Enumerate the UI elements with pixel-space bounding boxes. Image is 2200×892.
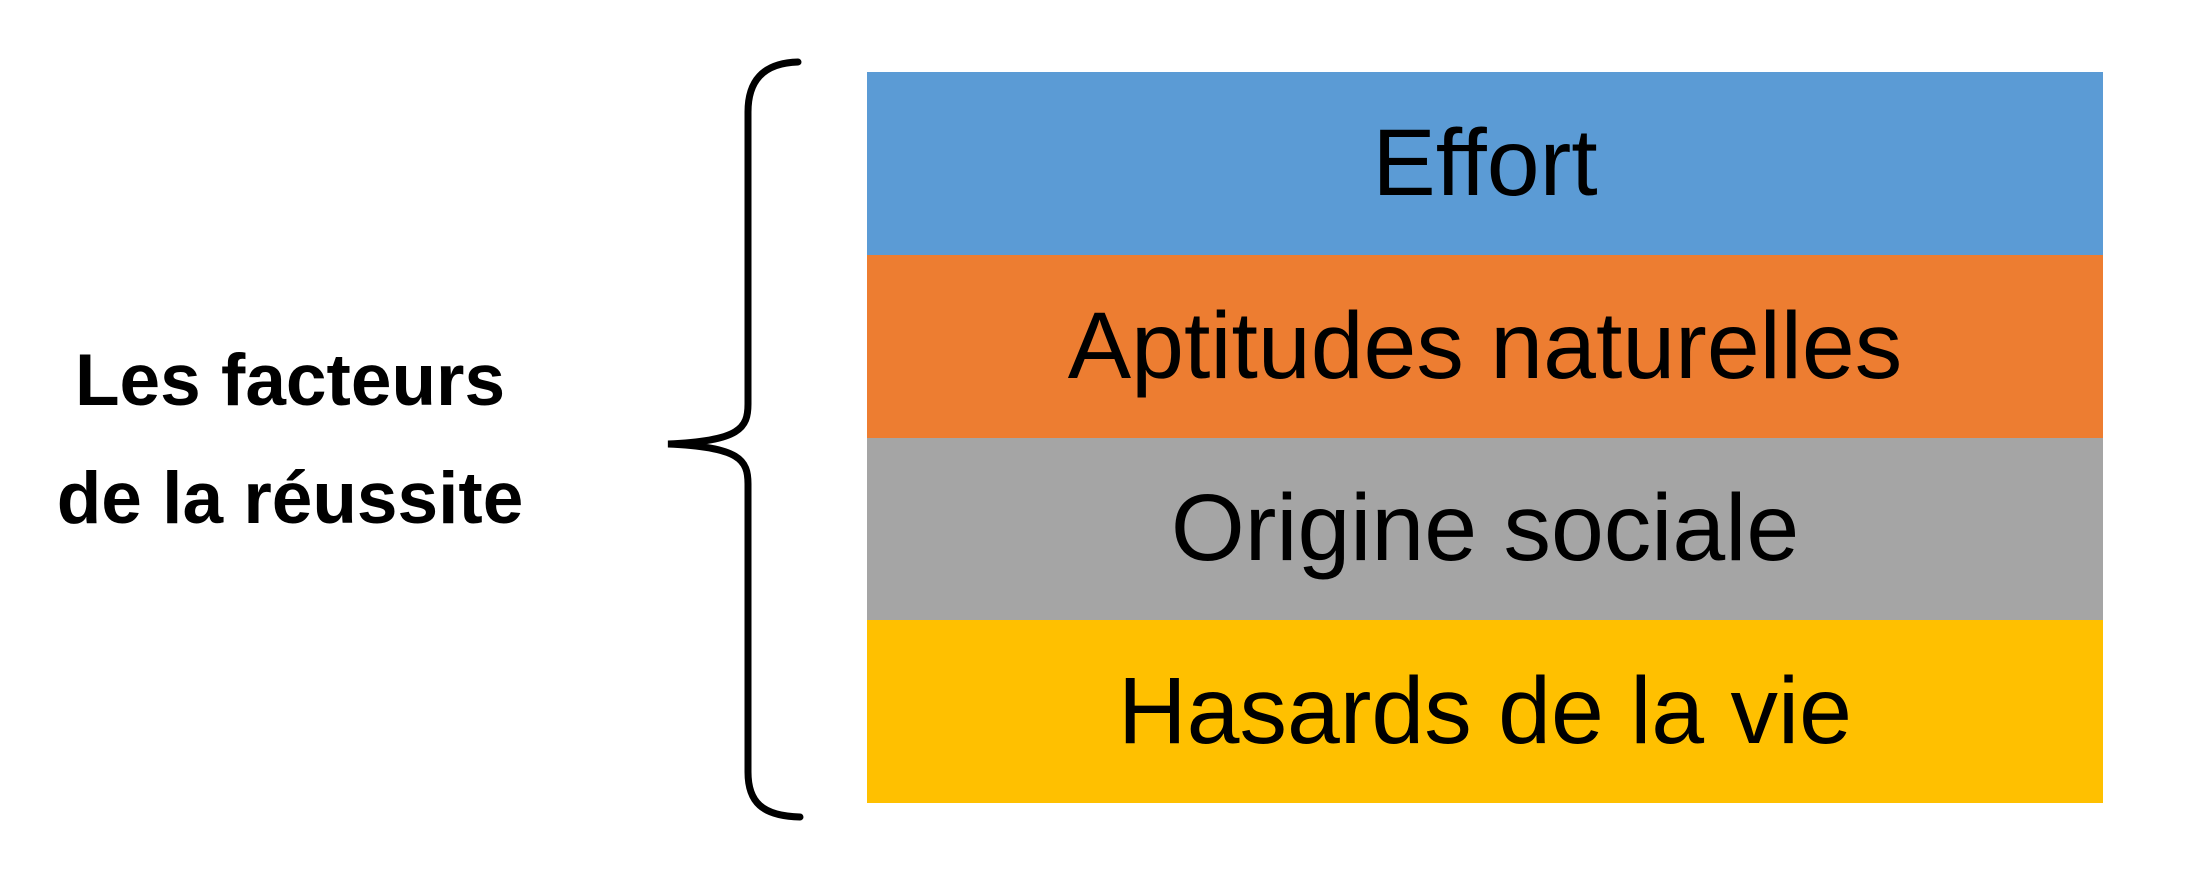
diagram-title: Les facteurs de la réussite (0, 322, 580, 558)
bar-effort: Effort (867, 72, 2103, 255)
diagram-title-line2: de la réussite (56, 458, 524, 539)
bar-hasards-de-la-vie-label: Hasards de la vie (1118, 658, 1852, 765)
curly-brace-path (667, 58, 804, 821)
bar-aptitudes-naturelles: Aptitudes naturelles (867, 254, 2103, 438)
factor-bars: Effort Aptitudes naturelles Origine soci… (867, 72, 2103, 803)
bar-origine-sociale: Origine sociale (867, 437, 2103, 621)
bar-effort-label: Effort (1372, 109, 1598, 216)
bar-hasards-de-la-vie: Hasards de la vie (867, 620, 2103, 803)
diagram-title-line1: Les facteurs (74, 340, 506, 421)
bar-aptitudes-naturelles-label: Aptitudes naturelles (1067, 292, 1903, 399)
bar-origine-sociale-label: Origine sociale (1170, 475, 1800, 582)
